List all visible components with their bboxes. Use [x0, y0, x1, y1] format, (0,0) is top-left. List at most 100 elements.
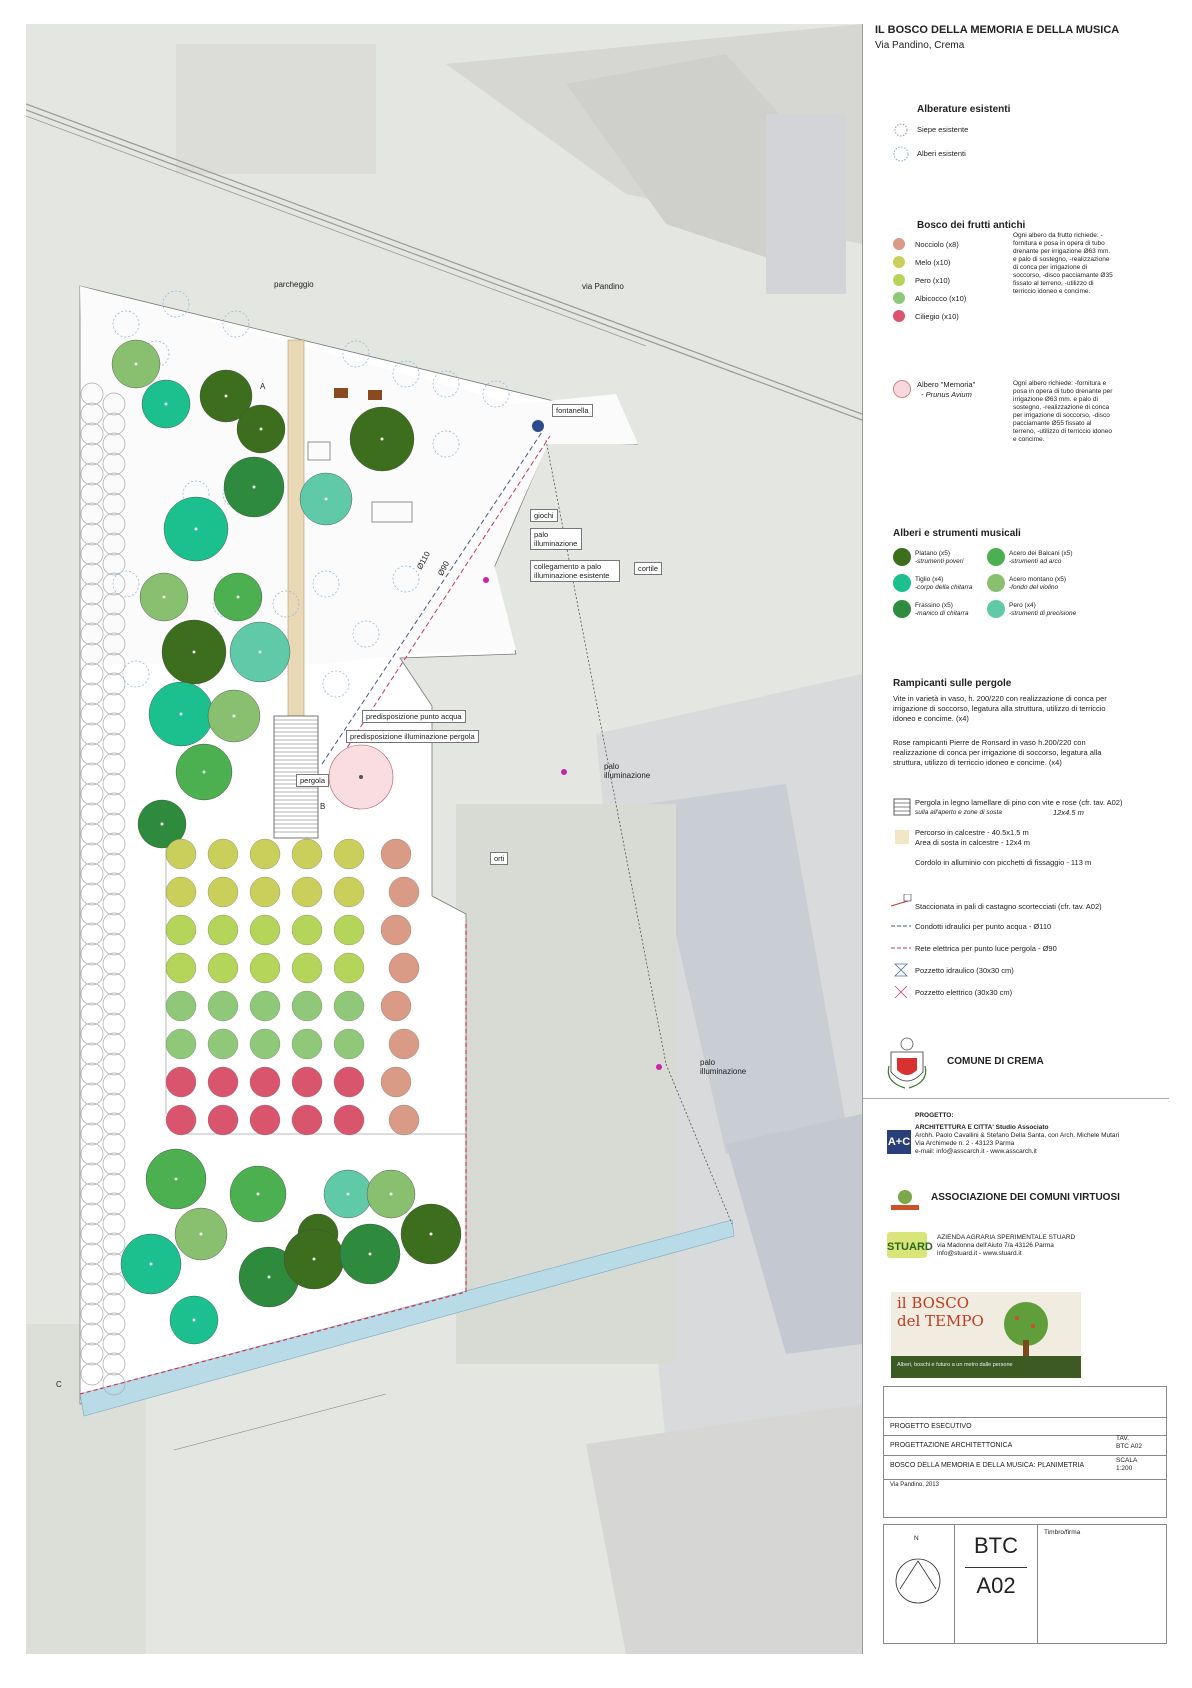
fruit-legend-dot — [893, 238, 905, 250]
memory-label: Albero "Memoria" — [917, 380, 976, 389]
hedge-plant — [102, 1032, 126, 1056]
label-parcheggio: parcheggio — [274, 280, 314, 289]
fruit-tree — [249, 990, 281, 1022]
studio-addr: Via Archimede n. 2 - 43123 Parma — [915, 1140, 1015, 1147]
fruit-tree — [165, 990, 197, 1022]
existing-tree — [392, 565, 420, 593]
hedge-plant — [102, 792, 126, 816]
hedge-plant — [102, 992, 126, 1016]
hedge-plant — [102, 1192, 126, 1216]
legend-edge: Cordolo in alluminio con picchetti di fi… — [915, 858, 1092, 867]
stuard-logo: STUARD — [887, 1232, 933, 1258]
section-marker-a: A — [260, 382, 266, 391]
hedge-plant — [80, 1322, 104, 1346]
hedge-plant — [80, 1122, 104, 1146]
hedge-plant — [102, 912, 126, 936]
music-legend-desc: -strumenti poveri — [915, 558, 964, 565]
fruit-tree — [249, 1028, 281, 1060]
hedge-plant — [102, 1272, 126, 1296]
hedge-plant — [102, 932, 126, 956]
hedge-plant — [80, 582, 104, 606]
comune-crest-icon — [887, 1037, 927, 1089]
fruit-tree — [333, 1028, 365, 1060]
code-block: N BTC A02 Timbro/firma — [883, 1524, 1167, 1644]
site-plan-svg — [26, 24, 862, 1654]
fruit-tree — [291, 1066, 323, 1098]
hedge-plant — [102, 1212, 126, 1236]
music-legend-label: Acero dei Balcani (x5) — [1009, 550, 1073, 557]
hedge-plant — [80, 1042, 104, 1066]
tb-tav-label: TAV. — [1116, 1435, 1129, 1442]
page-title: IL BOSCO DELLA MEMORIA E DELLA MUSICA — [875, 24, 1120, 36]
assoc-logo-icon — [891, 1190, 919, 1210]
hazelnut-tree — [388, 1028, 420, 1060]
fruit-legend-dot — [893, 292, 905, 304]
label-collegamento: collegamento a palo illuminazione esiste… — [530, 560, 620, 582]
label-punto-acqua: predisposizione punto acqua — [362, 710, 466, 723]
fruit-tree — [207, 1066, 239, 1098]
label-palo-illuminazione: palo illuminazione — [530, 528, 582, 550]
heading-fruit: Bosco dei frutti antichi — [917, 220, 1026, 231]
line-legend-icons — [890, 894, 912, 999]
fruit-tree — [249, 1104, 281, 1136]
fruit-tree — [249, 876, 281, 908]
code-top: BTC — [974, 1533, 1018, 1558]
music-tree-center — [256, 1192, 260, 1196]
music-legend-label: Platano (x5) — [915, 550, 951, 557]
hedge-plant — [102, 672, 126, 696]
hedge-plant — [102, 552, 126, 576]
gravel-swatch — [895, 830, 909, 844]
hedge-plant — [80, 1102, 104, 1126]
legend-well-h: Pozzetto idraulico (30x30 cm) — [915, 966, 1014, 975]
legend-pergola-size: 12x4.5 m — [1053, 808, 1084, 817]
hedge-plant — [80, 622, 104, 646]
hedge-plant — [80, 1002, 104, 1026]
hedge-plant — [80, 642, 104, 666]
hedge-plant — [80, 982, 104, 1006]
hedge-plant — [102, 652, 126, 676]
title-block: PROGETTO ESECUTIVO PROGETTAZIONE ARCHITE… — [883, 1386, 1167, 1518]
fruit-legend-label: Albicocco (x10) — [915, 294, 967, 303]
hedge-plant — [102, 632, 126, 656]
label-cortile: cortile — [634, 562, 663, 575]
label-via-pandino: via Pandino — [582, 282, 624, 291]
fruit-tree — [333, 1104, 365, 1136]
hedge-plant — [80, 1362, 104, 1386]
legend-hedge: Siepe esistente — [917, 125, 969, 134]
legend-rest: Area di sosta in calcestre - 12x4 m — [915, 838, 1031, 847]
hedge-plant — [80, 1062, 104, 1086]
fruit-tree — [333, 838, 365, 870]
fruit-tree — [291, 1104, 323, 1136]
existing-tree — [342, 340, 370, 368]
music-legend-desc: -strumenti ad arco — [1009, 558, 1062, 565]
fruit-note: Ogni albero da frutto richiede: -fornitu… — [1013, 232, 1113, 295]
hedge-plant — [102, 1072, 126, 1096]
climbers-rose: Rose rampicanti Pierre de Ronsard in vas… — [893, 738, 1102, 767]
hedge-plant — [80, 762, 104, 786]
hedge-plant — [102, 812, 126, 836]
fruit-tree — [207, 952, 239, 984]
fruit-legend-dot — [893, 274, 905, 286]
hedge-plant — [80, 422, 104, 446]
hedge-plant — [80, 1022, 104, 1046]
fruit-legend-label: Ciliegio (x10) — [915, 312, 959, 321]
legend-well-e: Pozzetto elettrico (30x30 cm) — [915, 988, 1013, 997]
music-legend-dot — [987, 600, 1005, 618]
stuard-name: AZIENDA AGRARIA SPERIMENTALE STUARD — [937, 1234, 1076, 1241]
fruit-tree — [207, 1104, 239, 1136]
fruit-tree — [291, 876, 323, 908]
memory-species: - Prunus Avium — [921, 390, 972, 399]
hedge-plant — [102, 492, 126, 516]
north-arrow-icon — [895, 1558, 941, 1604]
music-legend-label: Pero (x4) — [1009, 602, 1036, 609]
hedge-plant — [80, 802, 104, 826]
comune-name: COMUNE DI CREMA — [947, 1056, 1044, 1067]
stuard-addr: via Madonna dell'Aiuto 7/a 43126 Parma — [937, 1242, 1054, 1249]
music-legend-dot — [987, 574, 1005, 592]
memory-tree-icon — [893, 380, 911, 398]
hedge-plant — [102, 1332, 126, 1356]
hedge-plant — [80, 782, 104, 806]
music-legend-dot — [893, 600, 911, 618]
existing-tree — [482, 380, 510, 408]
music-legend-label: Acero montano (x5) — [1009, 576, 1067, 583]
